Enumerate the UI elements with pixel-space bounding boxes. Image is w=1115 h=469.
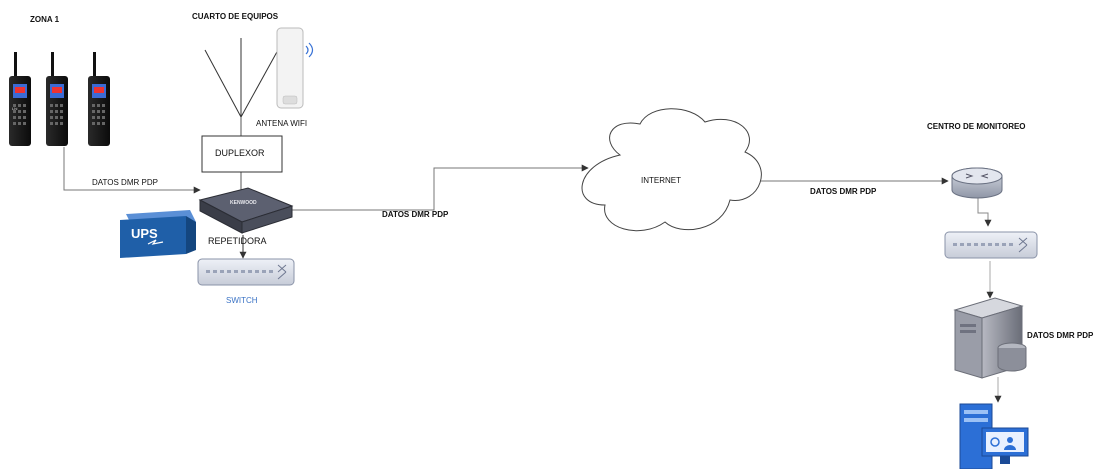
switch-label: SWITCH xyxy=(226,296,258,305)
wifi-antenna-label: ANTENA WIFI xyxy=(256,119,308,128)
ups-icon xyxy=(120,210,196,258)
server-link-label: DATOS DMR PDP xyxy=(1027,331,1094,340)
ups-label: UPS xyxy=(131,226,158,241)
radio-2-icon xyxy=(46,52,68,146)
radio-brand-mark: Lhi xyxy=(12,106,18,111)
router-to-switch-connector xyxy=(977,196,992,227)
switch-right-icon xyxy=(944,231,1038,259)
internet-link-label: DATOS DMR PDP xyxy=(810,187,877,196)
radio-3-icon xyxy=(88,52,110,146)
internet-label: INTERNET xyxy=(641,176,681,185)
radio-to-repeater-connector xyxy=(63,147,201,194)
server-icon xyxy=(953,297,1027,379)
equipment-room-label: CUARTO DE EQUIPOS xyxy=(192,12,279,21)
zone-label: ZONA 1 xyxy=(30,15,60,24)
radio-link-label: DATOS DMR PDP xyxy=(92,178,158,187)
duplexor-label: DUPLEXOR xyxy=(215,148,265,158)
repeater-link-label: DATOS DMR PDP xyxy=(382,210,449,219)
repeater-icon xyxy=(198,187,294,234)
radio-1-icon xyxy=(9,52,31,146)
repeater-to-internet-connector xyxy=(292,164,589,211)
workstation-icon xyxy=(959,403,1029,469)
router-icon xyxy=(951,167,1003,199)
internet-cloud-icon xyxy=(581,108,762,232)
repeater-label: REPETIDORA xyxy=(208,236,267,246)
duplexor-box xyxy=(201,135,283,173)
monitoring-center-label: CENTRO DE MONITOREO xyxy=(927,122,1026,131)
switch-left-icon xyxy=(197,258,295,286)
repeater-brand-mark: KENWOOD xyxy=(230,200,257,206)
wifi-antenna-icon xyxy=(276,27,314,109)
antenna-mast-icon xyxy=(204,38,279,118)
